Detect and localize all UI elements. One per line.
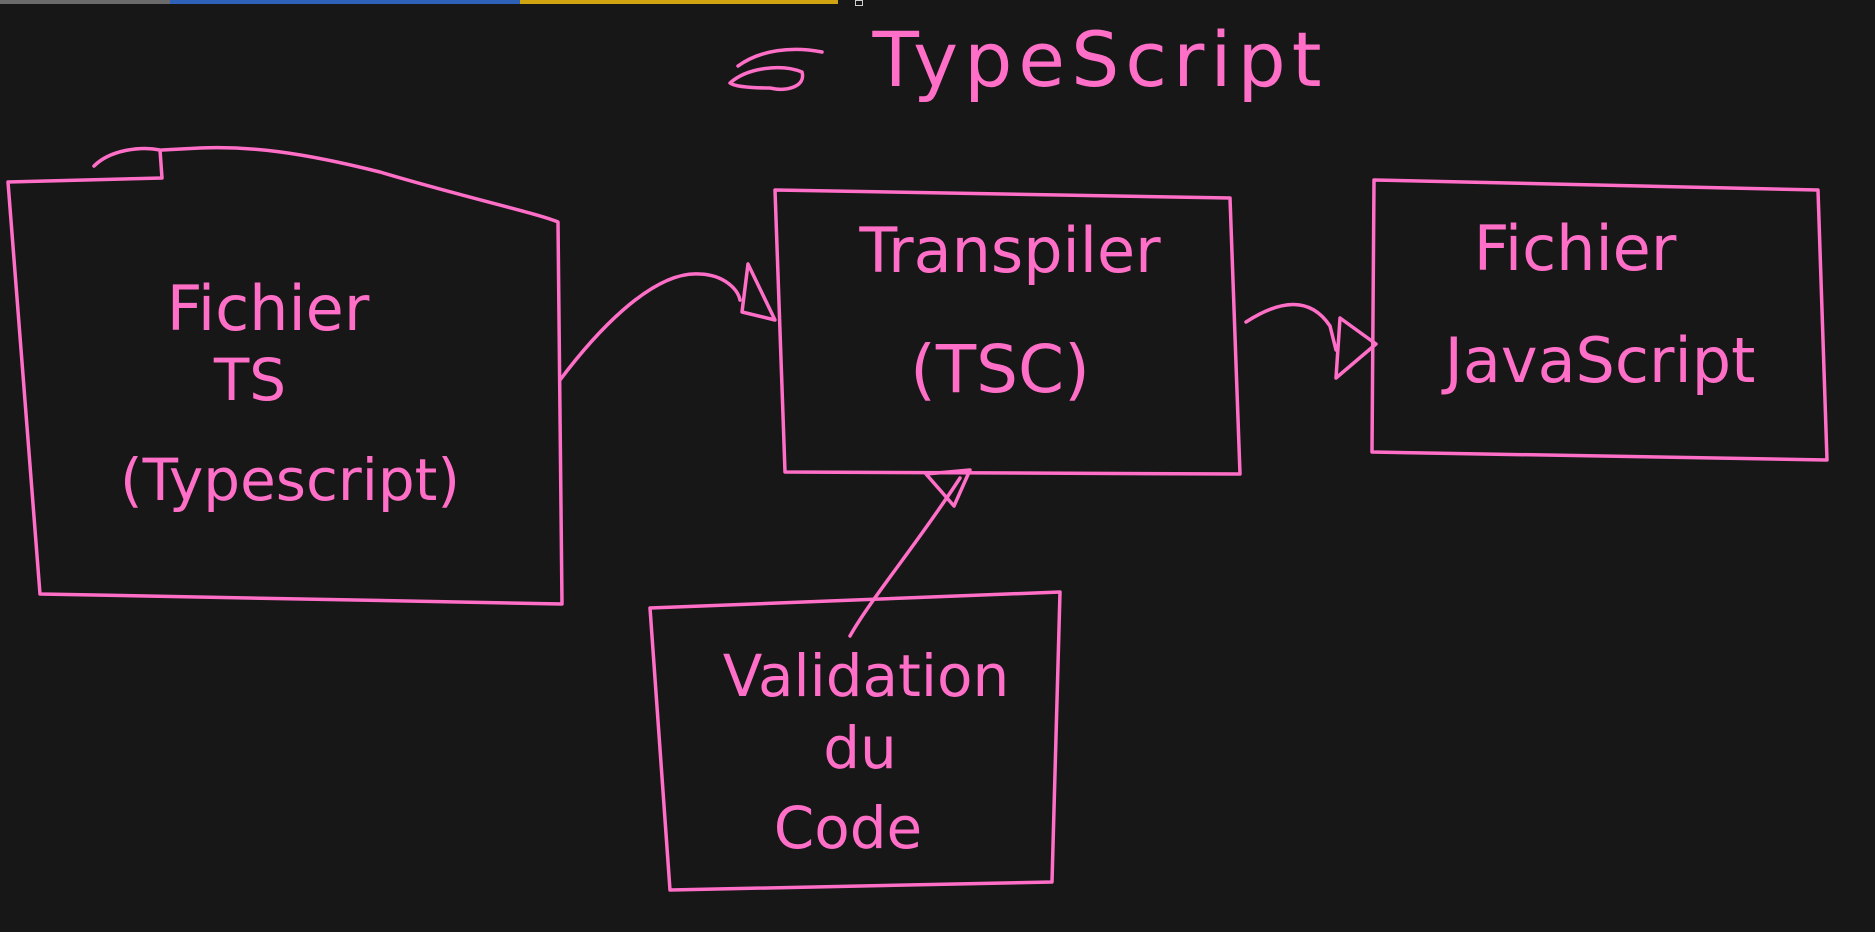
edge-ts-to-transpiler	[558, 272, 742, 382]
transpiler-label-line-1: Transpiler	[858, 214, 1161, 287]
edge-transpiler-to-js-arrowhead	[1334, 316, 1378, 380]
js-file-label-line-1: Fichier	[1474, 212, 1677, 285]
ts-file-label-line-2: TS	[213, 346, 286, 414]
diagram-title: TypeScript	[872, 15, 1328, 104]
validation-label-line-3: Code	[774, 794, 922, 862]
js-file-label-line-2: JavaScript	[1441, 324, 1756, 397]
toolbar-strip-gray[interactable]	[0, 0, 170, 4]
validation-label-line-2: du	[823, 714, 897, 782]
toolbar-strip-gold[interactable]	[520, 0, 838, 4]
validation-label-line-1: Validation	[723, 642, 1009, 710]
transpiler-box	[773, 188, 1242, 476]
js-file-box	[1370, 178, 1829, 462]
toolbar-cursor-marker	[855, 0, 863, 6]
title-scribble-icon	[728, 47, 824, 91]
ts-file-label-line-1: Fichier	[167, 272, 370, 345]
edge-validation-to-transpiler-arrowhead	[924, 468, 972, 508]
edge-ts-to-transpiler-arrowhead	[740, 262, 777, 322]
edge-transpiler-to-js	[1244, 302, 1338, 352]
toolbar-strip-blue[interactable]	[170, 0, 520, 4]
transpiler-label-line-2: (TSC)	[910, 331, 1090, 408]
ts-file-label-line-3: (Typescript)	[120, 446, 460, 514]
edge-validation-to-transpiler	[848, 476, 962, 638]
validation-box	[648, 590, 1062, 892]
ts-file-box	[6, 145, 564, 606]
